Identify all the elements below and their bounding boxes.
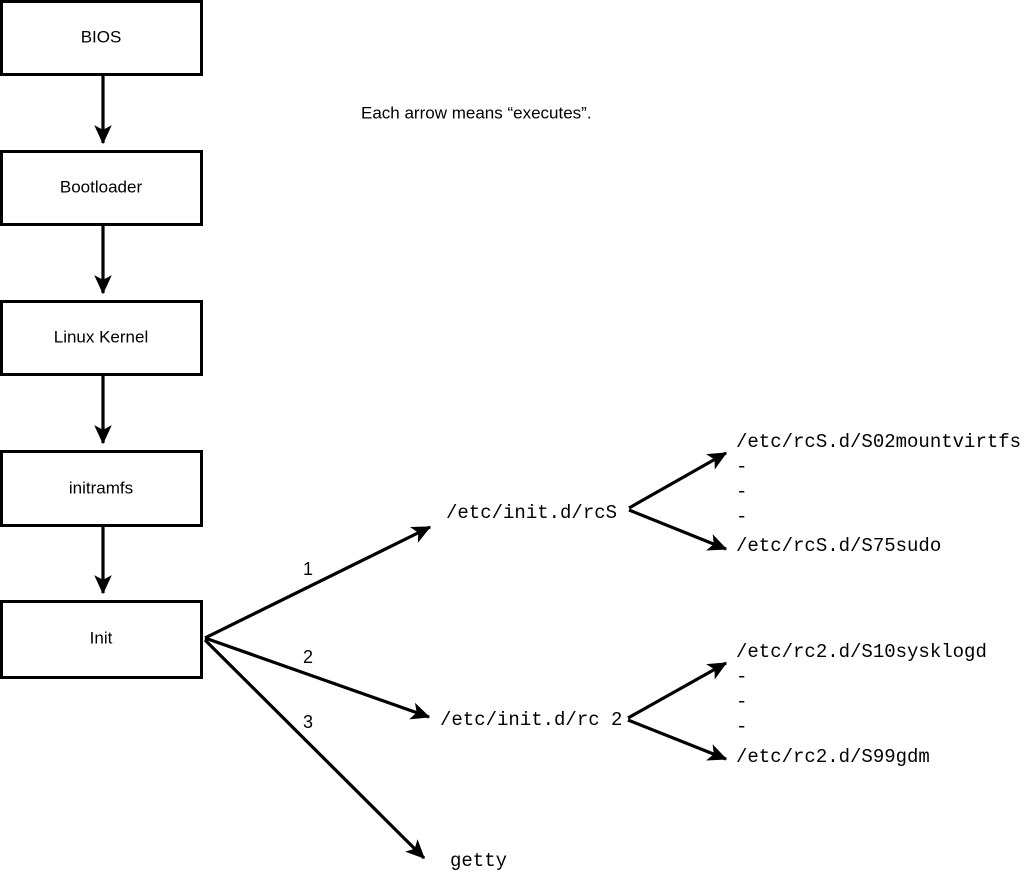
rc2-script-last[interactable]: /etc/rc2.d/S99gdm [736, 746, 930, 768]
rcs-ellipsis-dash: - [736, 481, 747, 503]
rc2-ellipsis-dash: - [736, 691, 747, 713]
arrow-init-to-getty [203, 638, 426, 860]
rc2-script-first[interactable]: /etc/rc2.d/S10sysklogd [736, 641, 987, 663]
stage-box-rect [0, 150, 203, 226]
stage-box-rect [0, 600, 203, 679]
rcs-ellipsis-dash: - [736, 506, 747, 528]
arrow-rc2-to-last-script [627, 718, 728, 761]
branch-target-rcs[interactable]: /etc/init.d/rcS [446, 502, 617, 524]
arrow-rcs-to-last-script [628, 508, 728, 551]
stage-box-label: initramfs [69, 478, 133, 497]
stage-box-initramfs[interactable]: initramfs [0, 450, 203, 527]
branch-number-1: 1 [303, 559, 313, 579]
branch-target-getty[interactable]: getty [450, 850, 507, 872]
branch-target-rc2[interactable]: /etc/init.d/rc 2 [440, 709, 622, 731]
legend-note: Each arrow means “executes”. [361, 103, 592, 122]
arrow-rc2-to-first-script [627, 661, 728, 720]
stage-box-rect [0, 450, 203, 527]
stage-box-init[interactable]: Init [0, 600, 203, 679]
stage-box-rect [0, 300, 203, 376]
branch-number-3: 3 [303, 712, 313, 732]
stage-box-label: Linux Kernel [54, 327, 149, 346]
stage-box-label: Init [90, 628, 113, 647]
arrow-init-to-rcs [204, 525, 432, 640]
rc2-ellipsis-dash: - [736, 666, 747, 688]
stage-box-bios[interactable]: BIOS [0, 0, 203, 76]
arrow-rcs-to-first-script [628, 451, 728, 510]
arrow-init-to-rc2 [204, 636, 431, 720]
stage-box-rect [0, 0, 203, 76]
stage-box-label: BIOS [81, 27, 122, 46]
rcs-script-last[interactable]: /etc/rcS.d/S75sudo [736, 535, 941, 557]
stage-box-bootloader[interactable]: Bootloader [0, 150, 203, 226]
rcs-script-first[interactable]: /etc/rcS.d/S02mountvirtfs [736, 431, 1021, 453]
stage-box-label: Bootloader [60, 177, 143, 196]
branch-number-2: 2 [303, 647, 313, 667]
rcs-ellipsis-dash: - [736, 456, 747, 478]
stage-box-linux-kernel[interactable]: Linux Kernel [0, 300, 203, 376]
rc2-ellipsis-dash: - [736, 716, 747, 738]
